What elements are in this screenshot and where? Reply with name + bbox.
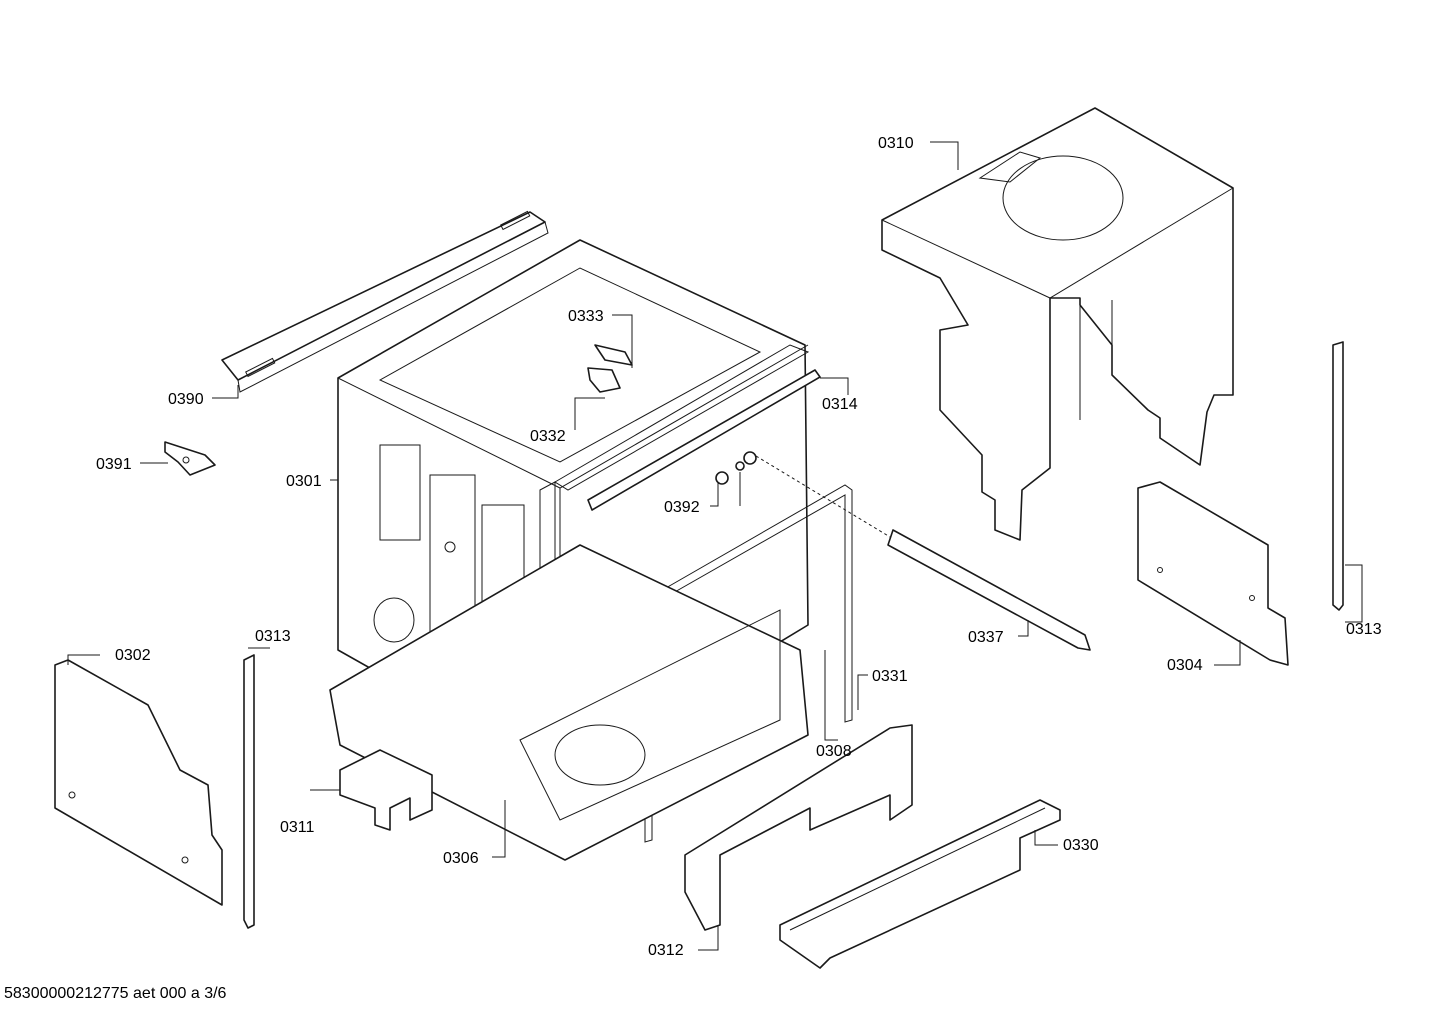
part-0330-plinth [779,799,1061,969]
part-labels: 0310 0333 0390 0314 0332 0391 0301 0392 … [96,135,1382,959]
label-0333: 0333 [568,308,604,325]
part-0308-door-seal [644,484,853,843]
leader-lines [67,141,1363,951]
part-0304-side-panel-right [1137,481,1289,666]
label-0390: 0390 [168,391,204,408]
label-0332: 0332 [530,428,566,445]
part-0332-latch-piece [587,367,621,393]
label-0302: 0302 [115,647,151,664]
label-0330: 0330 [1063,837,1099,854]
part-0390-rear-rail [221,210,549,393]
label-0306: 0306 [443,850,479,867]
label-0392: 0392 [664,499,700,516]
label-0304: 0304 [1167,657,1203,674]
label-0310: 0310 [878,135,914,152]
part-0302-side-panel-left [54,659,223,906]
part-0392-screws [715,451,896,541]
part-0337-pipe [887,529,1091,651]
part-0313-strip-left [243,654,255,929]
label-0308: 0308 [816,743,852,760]
footer-reference: 58300000212775 aet 000 a 3/6 [4,985,227,1002]
label-0301: 0301 [286,473,322,490]
part-0311-foam-block [339,749,433,831]
label-0337: 0337 [968,629,1004,646]
label-0313-right: 0313 [1346,621,1382,638]
part-0312-front-foam [684,724,913,931]
label-0312: 0312 [648,942,684,959]
label-0313-left: 0313 [255,628,291,645]
part-0306-base-tray [329,544,809,861]
part-0314-front-rail [587,369,821,511]
part-0313-strip-right [1332,341,1344,611]
label-0311: 0311 [280,819,315,836]
part-0391-bracket [164,441,216,476]
label-0391: 0391 [96,456,132,473]
label-0314: 0314 [822,396,858,413]
label-0331: 0331 [872,668,908,685]
part-0310-insulation-cover [881,107,1234,541]
